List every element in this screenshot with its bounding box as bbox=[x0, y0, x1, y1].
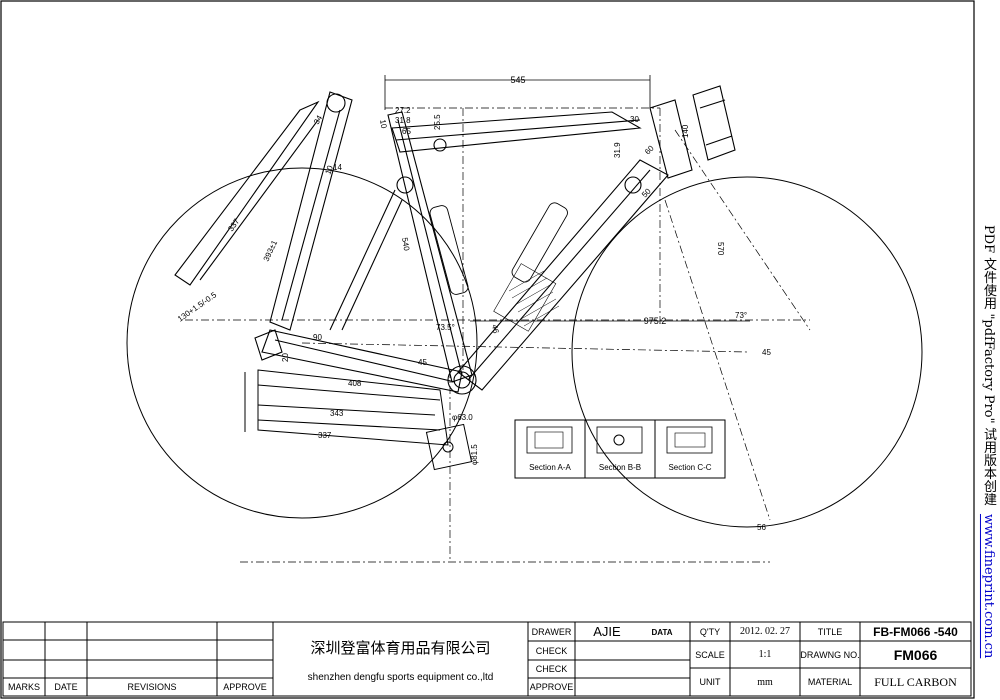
wheels bbox=[126, 167, 923, 528]
tb-approve: APPROVE bbox=[223, 682, 267, 692]
watermark-link[interactable]: www.fineprint.com.cn bbox=[981, 513, 996, 659]
dim-337-ss: 337 bbox=[226, 217, 241, 234]
frame-tubes bbox=[174, 85, 736, 395]
dim-140: 140 bbox=[681, 124, 690, 138]
tb-company-en: shenzhen dengfu sports equipment co.,ltd bbox=[307, 671, 494, 683]
tb-company-cn: 深圳登富体育用品有限公司 bbox=[310, 638, 491, 657]
tb-unit-label: UNIT bbox=[699, 677, 721, 687]
hatched-cage-mount bbox=[508, 270, 560, 327]
dim-130: 130+1.5/-0.5 bbox=[176, 290, 219, 324]
dim-head-angle: 73° bbox=[735, 311, 747, 320]
drawing-sheet: 545 975.2 bbox=[0, 0, 975, 699]
dim-46: 46 bbox=[490, 324, 501, 335]
title-block-grid bbox=[2, 621, 972, 697]
dim-408: 408 bbox=[348, 379, 362, 388]
rear-dropout bbox=[254, 329, 283, 361]
watermark-text: PDF 文件使用 "pdfFactory Pro" 试用版本创建 www.fin… bbox=[980, 225, 998, 695]
head-tube bbox=[649, 99, 693, 179]
bottle-cages bbox=[429, 202, 568, 332]
dim-343: 343 bbox=[330, 409, 344, 418]
seat-stay-outer bbox=[174, 100, 320, 286]
dim-540: 540 bbox=[400, 237, 411, 252]
tb-date-value: 2012. 02. 27 bbox=[740, 626, 790, 637]
dim-14: 14 bbox=[333, 163, 342, 172]
bottom-bracket bbox=[447, 365, 477, 395]
dim-81-5: φ81.5 bbox=[470, 444, 479, 465]
dim-570: 570 bbox=[716, 242, 725, 256]
tb-material-value: FULL CARBON bbox=[874, 674, 957, 689]
dim-10-ss: 10 bbox=[323, 164, 335, 176]
dim-34: 34 bbox=[312, 113, 325, 126]
headset-cup bbox=[692, 85, 736, 161]
tb-title-label: TITLE bbox=[817, 626, 843, 637]
dim-10-top: 10 bbox=[378, 119, 389, 130]
tb-unit-value: mm bbox=[757, 676, 773, 688]
dim-90: 90 bbox=[313, 333, 322, 342]
rear-wheel bbox=[126, 167, 478, 519]
dim-975: 975.2 bbox=[644, 316, 667, 326]
dim-dropout-45: 45 bbox=[418, 358, 427, 367]
section-c-label: Section C-C bbox=[668, 463, 711, 472]
tb-check-2: CHECK bbox=[535, 664, 568, 674]
seat-stay-left bbox=[269, 91, 353, 331]
dim-63: φ63.0 bbox=[452, 413, 473, 422]
tb-drawing-no-label: DRAWNG NO. bbox=[800, 649, 860, 660]
tb-drawer-label: DRAWER bbox=[531, 626, 572, 637]
dim-20: 20 bbox=[281, 353, 290, 362]
dim-30: 30 bbox=[630, 115, 639, 124]
dim-337-cs: 337 bbox=[318, 431, 332, 440]
tb-data-label: DATA bbox=[651, 628, 673, 637]
dim-31-9: 31.9 bbox=[613, 142, 622, 158]
dim-545: 545 bbox=[510, 75, 525, 85]
dim-25-5: 25.5 bbox=[433, 114, 442, 130]
construction-lines bbox=[185, 107, 811, 563]
watermark-label: PDF 文件使用 "pdfFactory Pro" 试用版本创建 bbox=[981, 225, 996, 506]
section-views: Section A-A Section B-B Section C-C bbox=[514, 419, 726, 479]
front-wheel bbox=[571, 176, 923, 528]
tb-scale-value: 1:1 bbox=[758, 649, 772, 660]
chainstay-plan-view bbox=[244, 369, 473, 471]
tb-drawing-no-value: FM066 bbox=[893, 646, 938, 663]
tb-check-1: CHECK bbox=[535, 645, 568, 656]
tb-material-label: MATERIAL bbox=[807, 677, 853, 687]
tb-marks: MARKS bbox=[7, 682, 40, 692]
dim-seat-angle: 73.5° bbox=[436, 323, 455, 332]
bike-frame-drawing: 545 975.2 bbox=[0, 0, 975, 699]
dim-60: 60 bbox=[643, 143, 656, 156]
tb-qty-label: Q'TY bbox=[699, 626, 721, 637]
top-tube bbox=[391, 111, 642, 153]
tb-drawer-value: AJIE bbox=[593, 624, 621, 639]
dim-31-8: 31.8 bbox=[395, 116, 411, 125]
down-tube bbox=[457, 159, 669, 391]
dim-27-2: 27.2 bbox=[395, 106, 411, 115]
dim-45: 45 bbox=[762, 348, 771, 357]
dim-393: 393±1 bbox=[262, 238, 280, 262]
tb-title-value: FB-FM066 -540 bbox=[873, 624, 958, 639]
section-a-label: Section A-A bbox=[529, 463, 571, 472]
tb-approve-2: APPROVE bbox=[529, 682, 574, 692]
dim-65: 65 bbox=[402, 127, 411, 136]
watermark-sidebar: PDF 文件使用 "pdfFactory Pro" 试用版本创建 www.fin… bbox=[978, 0, 1000, 700]
dim-56: 56 bbox=[757, 523, 766, 532]
sheet-border bbox=[0, 0, 975, 699]
tb-scale-label: SCALE bbox=[695, 649, 725, 660]
section-b-label: Section B-B bbox=[599, 463, 641, 472]
tb-revisions: REVISIONS bbox=[127, 682, 177, 692]
chain-stay bbox=[261, 329, 463, 393]
dim-top-tube bbox=[384, 75, 651, 110]
dim-50: 50 bbox=[640, 186, 653, 199]
tb-date: DATE bbox=[54, 682, 78, 692]
